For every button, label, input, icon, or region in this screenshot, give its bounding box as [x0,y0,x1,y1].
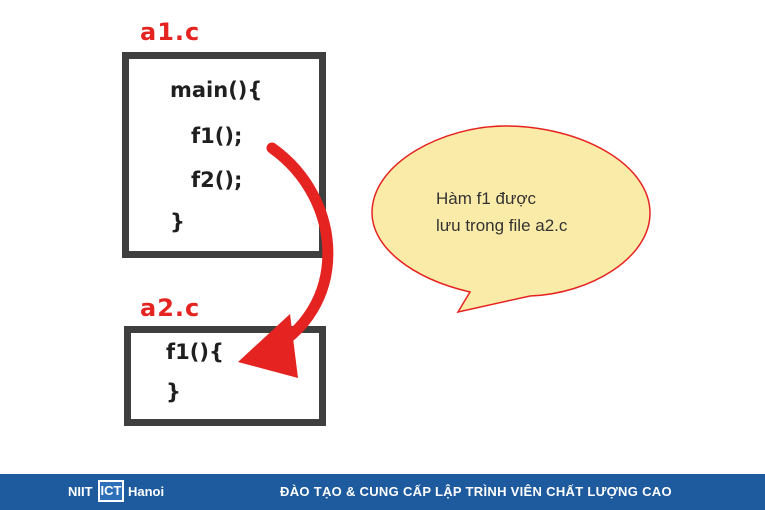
footer-tagline: ĐÀO TẠO & CUNG CẤP LẬP TRÌNH VIÊN CHẤT L… [280,484,672,499]
bubble-text-line1: Hàm f1 được [436,189,536,208]
file-a1-label: a1.c [140,18,201,46]
code-line-main: main(){ [170,78,263,102]
code-line-close-main: } [170,210,185,234]
file-a1-box [122,52,326,258]
code-line-f2-call: f2(); [191,168,243,192]
code-line-close-f1: } [166,380,181,404]
code-line-f1-def: f1(){ [166,340,224,364]
logo-badge: ICT [98,480,124,502]
logo-niit-text: NIIT [68,484,93,499]
file-a2-label: a2.c [140,294,201,322]
call-arrowhead [238,314,298,378]
footer-bar: NIIT ICT Hanoi ĐÀO TẠO & CUNG CẤP LẬP TR… [0,474,765,510]
call-arrow [260,142,334,358]
code-line-f1-call: f1(); [191,124,243,148]
speech-bubble [371,125,651,314]
bubble-text-line2: lưu trong file a2.c [436,216,568,235]
logo-city-text: Hanoi [128,484,165,499]
diagram-canvas [238,125,651,378]
